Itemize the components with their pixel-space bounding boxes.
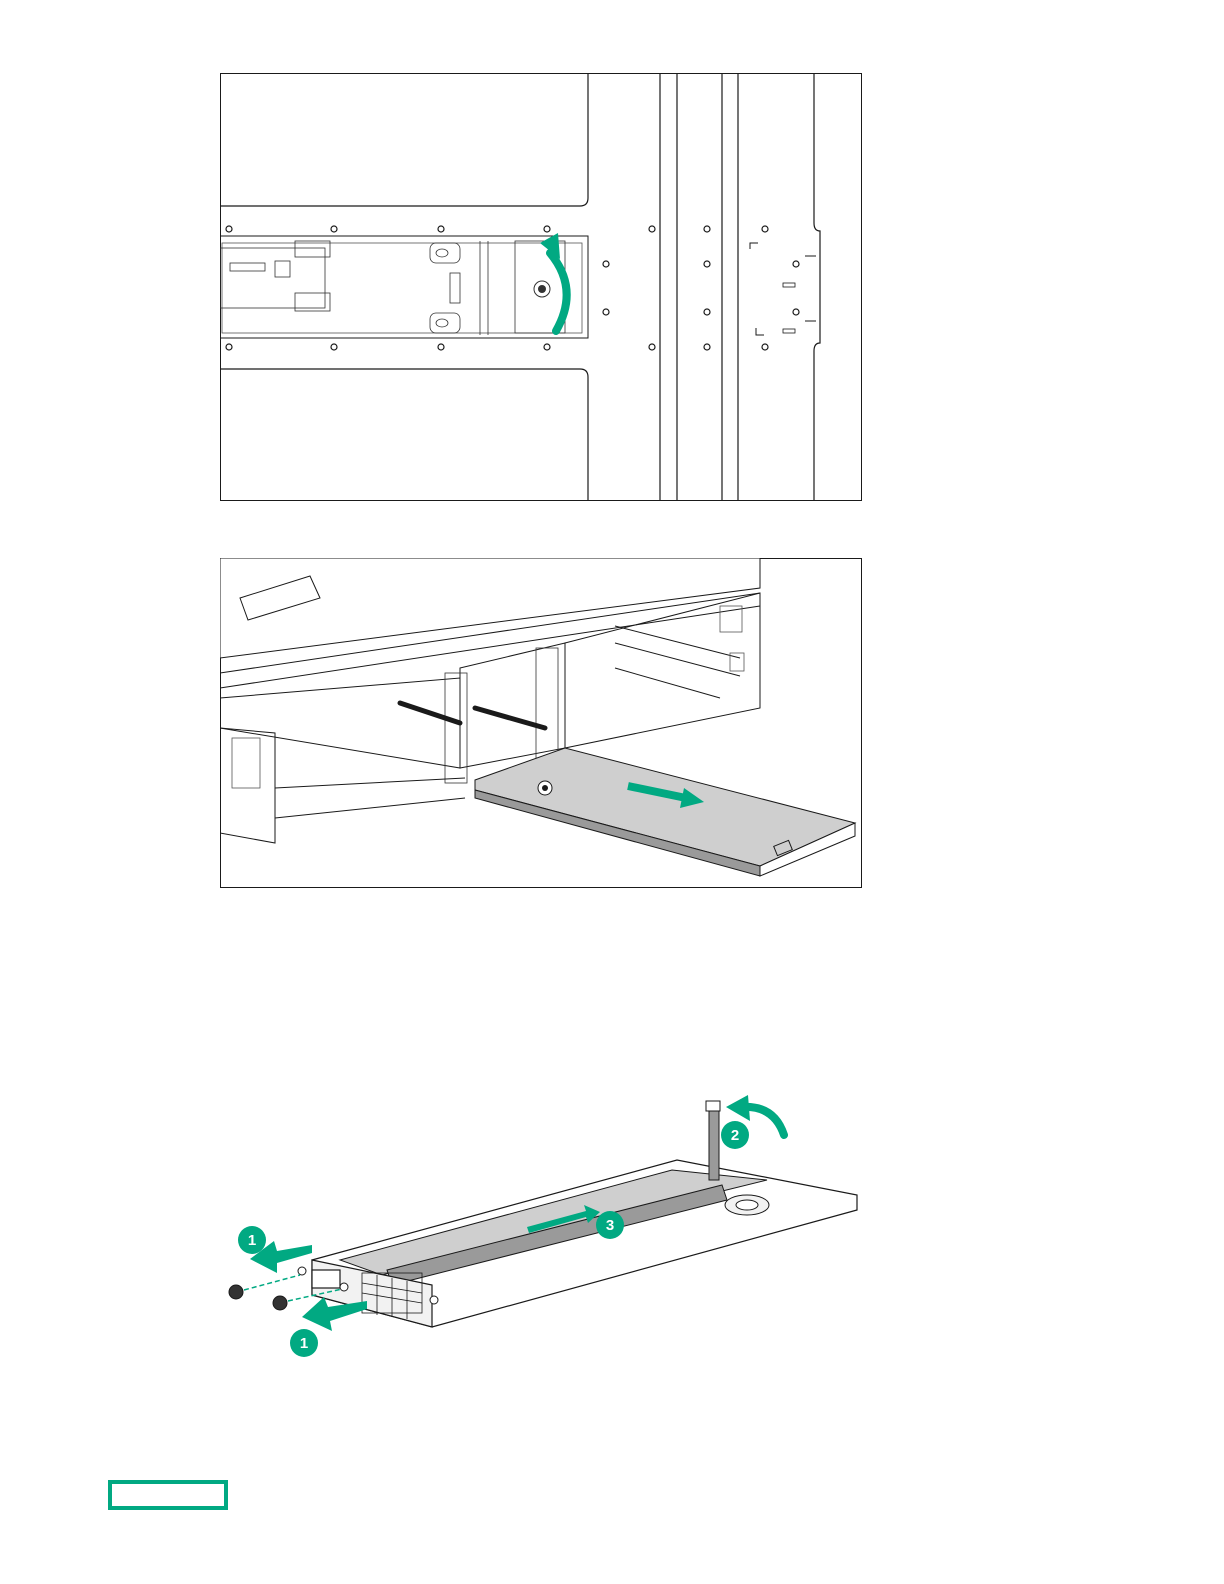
- figure-3-module-disassembly: 1 1 2 3: [222, 1095, 867, 1365]
- figure-3-illustration: 1 1 2 3: [222, 1095, 867, 1365]
- svg-text:3: 3: [606, 1217, 614, 1234]
- hpe-logo-box: [108, 1480, 228, 1510]
- figure-2-module-removal: [220, 558, 862, 888]
- callout-2: 2: [721, 1121, 749, 1149]
- svg-text:2: 2: [731, 1127, 739, 1144]
- figure-2-illustration: [220, 558, 862, 888]
- callout-1-bottom: 1: [290, 1329, 318, 1357]
- callout-3: 3: [596, 1211, 624, 1239]
- figure-1-front-panel-view: [220, 73, 862, 501]
- svg-text:1: 1: [248, 1232, 256, 1249]
- svg-text:1: 1: [300, 1335, 308, 1352]
- callout-1-top: 1: [238, 1226, 266, 1254]
- figure-1-illustration: [220, 73, 862, 501]
